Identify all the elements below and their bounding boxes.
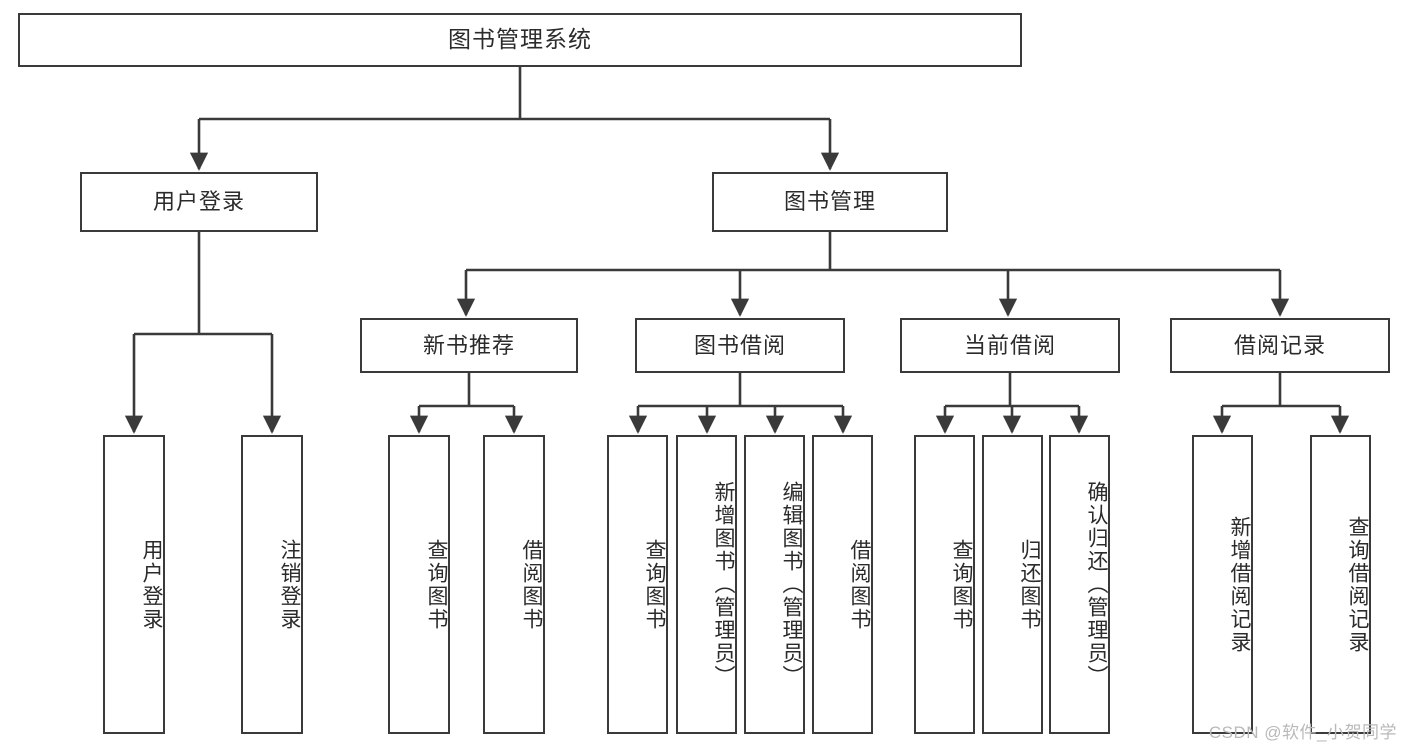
- node-label: 图书管理: [783, 189, 876, 215]
- leaf-user-login-logout[interactable]: 注销登录: [241, 435, 303, 734]
- leaf-borrow-record-query-record[interactable]: 查询借阅记录: [1310, 435, 1371, 734]
- leaf-label: 编辑图书（管理员）: [780, 481, 803, 688]
- node-label: 图书管理系统: [448, 26, 592, 53]
- node-label: 借阅记录: [1233, 332, 1326, 358]
- leaf-new-book-borrow-book[interactable]: 借阅图书: [483, 435, 545, 734]
- node-user-login[interactable]: 用户登录: [80, 172, 318, 232]
- leaf-current-borrow-return-book[interactable]: 归还图书: [982, 435, 1043, 734]
- leaf-label: 归还图书: [1018, 538, 1041, 631]
- leaf-label: 查询图书: [950, 538, 973, 631]
- leaf-label: 确认归还（管理员）: [1085, 481, 1108, 688]
- leaf-new-book-query-book[interactable]: 查询图书: [388, 435, 450, 734]
- node-label: 用户登录: [152, 189, 245, 215]
- node-current-borrow[interactable]: 当前借阅: [900, 318, 1120, 373]
- leaf-current-borrow-confirm-return-admin[interactable]: 确认归还（管理员）: [1049, 435, 1110, 734]
- node-new-book-recommend[interactable]: 新书推荐: [360, 318, 578, 373]
- leaf-label: 注销登录: [278, 538, 301, 631]
- leaf-current-borrow-query-book[interactable]: 查询图书: [914, 435, 975, 734]
- leaf-user-login-login[interactable]: 用户登录: [103, 435, 165, 734]
- node-borrow-record[interactable]: 借阅记录: [1170, 318, 1390, 373]
- node-root-book-management-system[interactable]: 图书管理系统: [18, 13, 1022, 67]
- leaf-label: 查询图书: [643, 538, 666, 631]
- leaf-book-borrow-borrow-book[interactable]: 借阅图书: [812, 435, 873, 734]
- csdn-watermark: CSDN @软件_小贺同学: [1208, 723, 1397, 742]
- leaf-label: 借阅图书: [848, 538, 871, 631]
- leaf-label: 借阅图书: [520, 538, 543, 631]
- leaf-label: 用户登录: [140, 538, 163, 631]
- leaf-label: 查询图书: [425, 538, 448, 631]
- leaf-borrow-record-add-record[interactable]: 新增借阅记录: [1192, 435, 1253, 734]
- leaf-book-borrow-query-book[interactable]: 查询图书: [607, 435, 668, 734]
- leaf-label: 查询借阅记录: [1346, 515, 1369, 654]
- leaf-book-borrow-edit-book-admin[interactable]: 编辑图书（管理员）: [744, 435, 805, 734]
- leaf-book-borrow-add-book-admin[interactable]: 新增图书（管理员）: [676, 435, 737, 734]
- node-label: 图书借阅: [693, 332, 786, 358]
- node-label: 新书推荐: [422, 332, 515, 358]
- node-book-management[interactable]: 图书管理: [712, 172, 948, 232]
- leaf-label: 新增借阅记录: [1228, 515, 1251, 654]
- node-label: 当前借阅: [963, 332, 1056, 358]
- leaf-label: 新增图书（管理员）: [712, 481, 735, 688]
- node-book-borrow[interactable]: 图书借阅: [635, 318, 845, 373]
